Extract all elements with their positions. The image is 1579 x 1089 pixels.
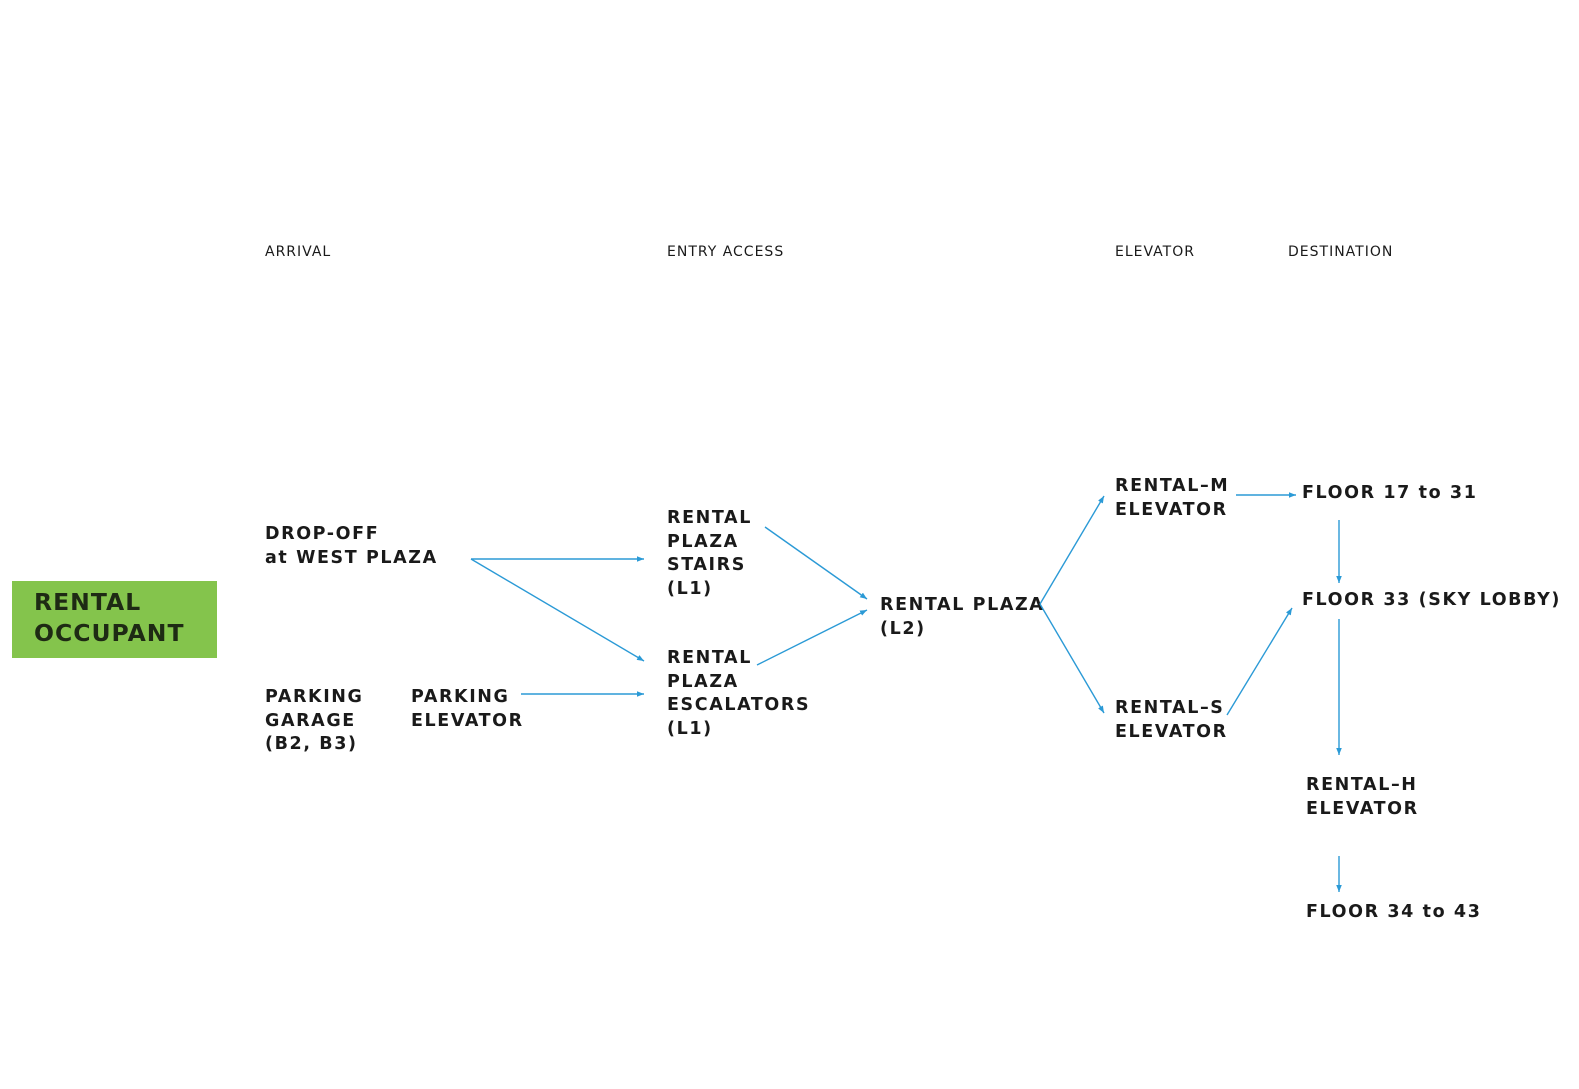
arrow-dropoff-to-escalators <box>470 558 645 662</box>
header-arrival: ARRIVAL <box>265 244 332 260</box>
arrow-rental-plaza-to-rental-m <box>1039 495 1105 605</box>
arrow-rental-s-to-floor-33 <box>1226 607 1293 716</box>
arrow-rental-plaza-to-rental-s <box>1039 603 1105 714</box>
header-entry-access: ENTRY ACCESS <box>667 244 785 260</box>
node-floor-33-sky-lobby: FLOOR 33 (SKY LOBBY) <box>1302 590 1561 610</box>
node-floor-17-31: FLOOR 17 to 31 <box>1302 483 1478 503</box>
node-rental-plaza: RENTAL PLAZA (L2) <box>880 595 1045 639</box>
header-elevator: ELEVATOR <box>1115 244 1195 260</box>
node-parking-elevator: PARKING ELEVATOR <box>411 687 524 731</box>
node-rental-h-elevator: RENTAL–H ELEVATOR <box>1306 775 1419 819</box>
header-destination: DESTINATION <box>1288 244 1394 260</box>
node-rental-m-elevator: RENTAL–M ELEVATOR <box>1115 476 1230 520</box>
node-floor-34-43: FLOOR 34 to 43 <box>1306 902 1482 922</box>
rental-occupant-label: RENTAL OCCUPANT <box>34 588 185 647</box>
arrow-stairs-to-rental-plaza <box>764 526 868 600</box>
node-rental-s-elevator: RENTAL–S ELEVATOR <box>1115 698 1228 742</box>
node-parking-garage: PARKING GARAGE (B2, B3) <box>265 687 364 754</box>
node-drop-off: DROP-OFF at WEST PLAZA <box>265 524 438 568</box>
arrow-escalators-to-rental-plaza <box>756 609 868 666</box>
rental-occupant-box: RENTAL OCCUPANT <box>12 581 217 658</box>
node-rental-plaza-escalators: RENTAL PLAZA ESCALATORS (L1) <box>667 648 811 739</box>
node-rental-plaza-stairs: RENTAL PLAZA STAIRS (L1) <box>667 508 752 599</box>
